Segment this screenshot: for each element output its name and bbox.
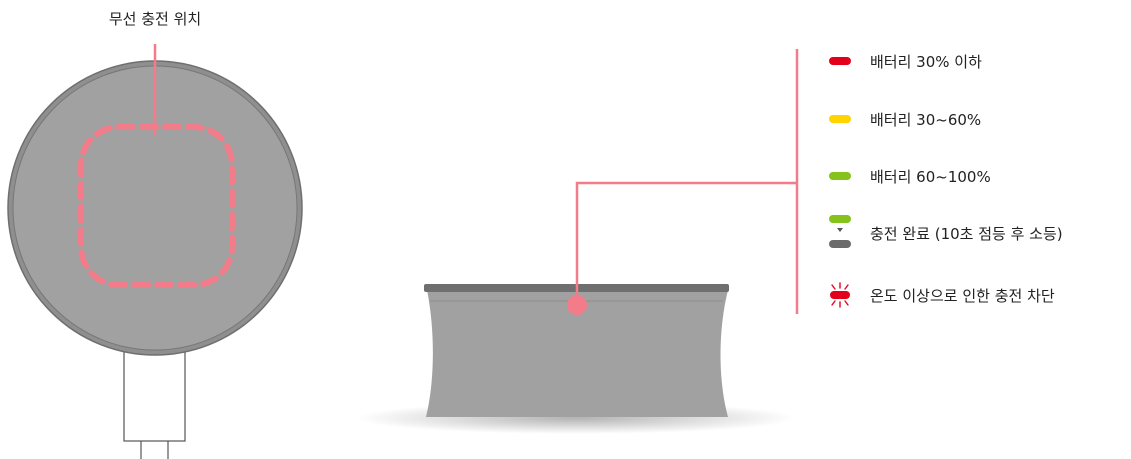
legend-item-charge-complete: 충전 완료 (10초 점등 후 소등)	[826, 215, 1131, 251]
legend-label: 충전 완료 (10초 점등 후 소등)	[870, 224, 1063, 243]
legend-item-battery-low: 배터리 30% 이하	[826, 46, 1131, 76]
led-pointer-line	[575, 181, 797, 295]
charger-side-body	[426, 290, 728, 417]
legend-label: 배터리 30~60%	[870, 110, 982, 129]
green-indicator-icon	[826, 161, 854, 191]
legend-label: 배터리 60~100%	[870, 167, 991, 186]
legend-item-overheat-cutoff: 온도 이상으로 인한 충전 차단	[826, 280, 1131, 310]
charger-side-view	[356, 49, 799, 434]
legend-item-battery-mid: 배터리 30~60%	[826, 104, 1131, 134]
wireless-charging-position-label: 무선 충전 위치	[108, 10, 202, 28]
charger-top-view	[7, 44, 303, 459]
wireless-charging-zone	[78, 124, 235, 288]
red-indicator-icon	[826, 46, 854, 76]
yellow-indicator-icon	[826, 104, 854, 134]
legend-label: 배터리 30% 이하	[870, 52, 982, 71]
legend-item-battery-high: 배터리 60~100%	[826, 161, 1131, 191]
red-blinking-indicator-icon	[826, 280, 854, 310]
led-indicator-light	[567, 295, 587, 315]
green-to-off-indicator-icon	[826, 215, 854, 251]
cable-connector	[123, 351, 186, 442]
legend-label: 온도 이상으로 인한 충전 차단	[870, 286, 1055, 305]
